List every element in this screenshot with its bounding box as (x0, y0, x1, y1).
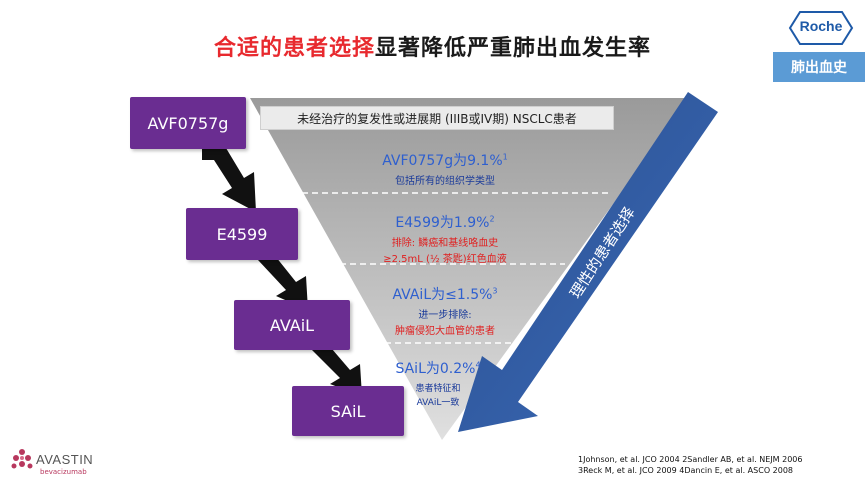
stage-1-note-1: 包括所有的组织学类型 (395, 176, 495, 187)
step-arrow-3 (312, 342, 362, 396)
stage-3-text: AVAiL为≤1.5%3 进一步排除: 肿瘤侵犯大血管的患者 (355, 284, 535, 337)
stage-box-avf0757g: AVF0757g (130, 97, 246, 149)
roche-logo-hexagon (788, 11, 854, 45)
reference-line-2: 3Reck M, et al. JCO 2009 4Dancin E, et a… (578, 466, 794, 475)
blue-arrow (458, 92, 718, 432)
stage-2-rate: E4599为1.9% (395, 215, 490, 231)
title-highlight: 合适的患者选择 (213, 36, 375, 61)
stage-4-note-1: 患者特征和 (415, 384, 461, 394)
reference-line-1: 1Johnson, et al. JCO 2004 2Sandler AB, e… (578, 455, 803, 464)
population-header: 未经治疗的复发性或进展期 (IIIB或IV期) NSCLC患者 (260, 106, 614, 130)
stage-3-rate: AVAiL为≤1.5% (392, 287, 493, 303)
avastin-flower-icon (11, 449, 33, 469)
stage-1-text: AVF0757g为9.1%1 包括所有的组织学类型 (330, 150, 560, 187)
stage-4-rate: SAiL为0.2% (395, 361, 476, 377)
title-main: 显著降低严重肺出血发生率 (375, 36, 652, 61)
stage-2-note-1: 排除: 鳞癌和基线咯血史 (391, 238, 499, 249)
references: 1Johnson, et al. JCO 2004 2Sandler AB, e… (578, 454, 802, 476)
stage-3-note-1: 进一步排除: (418, 310, 472, 321)
step-arrow-2 (258, 252, 308, 310)
stage-1-rate: AVF0757g为9.1% (382, 153, 503, 169)
topic-tag: 肺出血史 (773, 52, 865, 82)
stage-1-ref: 1 (502, 152, 508, 162)
stage-3-ref: 3 (492, 286, 498, 296)
stage-4-text: SAiL为0.2%4 患者特征和 AVAiL一致 (378, 358, 498, 408)
stage-4-ref: 4 (475, 360, 481, 370)
slide-title: 合适的患者选择显著降低严重肺出血发生率 (0, 30, 865, 62)
stage-2-ref: 2 (489, 214, 495, 224)
funnel-triangle (250, 98, 690, 440)
stage-2-text: E4599为1.9%2 排除: 鳞癌和基线咯血史 ≥2.5mL (½ 茶匙)红色… (340, 212, 550, 265)
stage-box-avail: AVAiL (234, 300, 350, 350)
step-arrows (202, 148, 362, 396)
stage-3-note-2: 肿瘤侵犯大血管的患者 (395, 326, 495, 337)
stage-4-note-2: AVAiL一致 (416, 398, 460, 408)
stage-box-e4599: E4599 (186, 208, 298, 260)
avastin-logo-subtext: bevacizumab (40, 468, 87, 476)
avastin-logo-text: AVASTIN (36, 452, 94, 467)
stage-2-note-2: ≥2.5mL (½ 茶匙)红色血液 (383, 254, 507, 265)
stage-box-sail: SAiL (292, 386, 404, 436)
step-arrow-1 (202, 148, 256, 212)
roche-logo-text: Roche (799, 18, 843, 34)
